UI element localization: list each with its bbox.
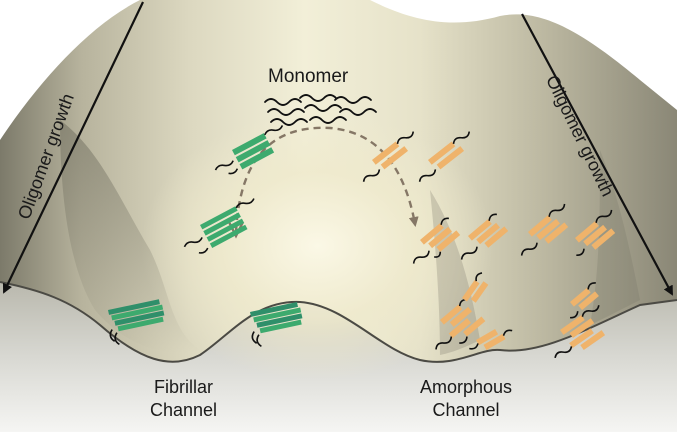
fibrillar-label-line2: Channel <box>150 400 218 420</box>
amorphous-oligomer-small <box>362 131 471 182</box>
amorphous-oligomer-medium <box>412 203 616 264</box>
fibrillar-oligomer-small <box>183 125 284 254</box>
landscape-ridge-line <box>0 281 677 363</box>
central-hill-highlight <box>120 70 540 390</box>
fibrillar-label-line1: Fibrillar <box>154 377 214 397</box>
monomer-label: Monomer <box>268 66 349 87</box>
fibrillar-valley-shade <box>60 120 200 353</box>
monomer-strands <box>264 94 377 126</box>
fibrillar-aggregate-1 <box>108 299 165 346</box>
fibrillar-channel-label: Fibrillar Channel <box>150 376 217 422</box>
pathway-arrow <box>234 126 419 233</box>
left-growth-arrow <box>2 1 144 294</box>
amorphous-aggregate-1 <box>435 272 513 351</box>
fibrillar-aggregate-2 <box>250 302 303 348</box>
amorphous-label-line1: Amorphous <box>420 377 513 397</box>
amorphous-label-line2: Channel <box>432 400 500 420</box>
amorphous-channel-label: Amorphous Channel <box>420 376 512 422</box>
amorphous-aggregate-2 <box>554 282 606 359</box>
right-valley-shade <box>590 150 640 325</box>
right-growth-arrow <box>521 13 673 296</box>
